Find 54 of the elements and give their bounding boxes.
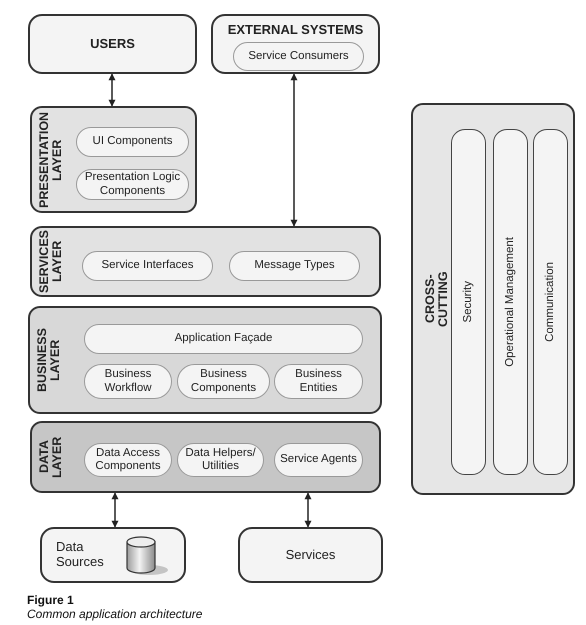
concern-column (493, 129, 528, 475)
component-pill (274, 364, 363, 399)
layer-panel (30, 421, 381, 493)
layer-title: BUSINESS LAYER (36, 327, 62, 394)
component-label: Service Agents (279, 453, 358, 467)
concern-column (451, 129, 486, 475)
box-label: Data Sources (56, 540, 104, 570)
layer-panel (30, 226, 381, 297)
component-label: Business Components (190, 368, 258, 395)
group-box (28, 14, 197, 74)
layer-title: PRESENTATION LAYER (38, 110, 64, 210)
component-label: Service Interfaces (100, 259, 195, 273)
external-box (238, 527, 383, 583)
concern-column (533, 129, 568, 475)
component-label: Business Entities (294, 368, 343, 395)
double-arrow (304, 492, 312, 528)
component-pill (76, 127, 189, 157)
figure-caption: Common application architecture (27, 607, 202, 621)
component-label: Service Consumers (247, 50, 350, 64)
component-label: Message Types (253, 259, 336, 273)
component-label: Data Access Components (94, 446, 162, 474)
double-arrow (112, 492, 118, 528)
component-pill (177, 364, 270, 399)
component-pill (177, 443, 264, 477)
layer-title: SERVICES LAYER (38, 229, 64, 295)
figure-number: Figure 1 (27, 593, 74, 607)
concern-label: Operational Management (502, 237, 517, 367)
box-heading: USERS (90, 36, 135, 52)
box-label: Services (286, 546, 336, 564)
layer-title: DATA LAYER (38, 435, 64, 480)
component-label: Presentation Logic Components (84, 171, 182, 198)
box-heading: EXTERNAL SYSTEMS (228, 22, 364, 38)
component-pill (76, 169, 189, 200)
component-pill (84, 443, 172, 477)
external-box (40, 527, 186, 583)
concern-label: Communication (542, 262, 557, 342)
layer-panel (28, 306, 382, 414)
component-pill (82, 251, 213, 281)
concern-label: Security (460, 281, 475, 323)
layer-panel (411, 103, 575, 495)
component-label: Data Helpers/ Utilities (184, 446, 257, 474)
component-pill (233, 42, 364, 71)
component-pill (84, 364, 172, 399)
component-label: Business Workflow (103, 368, 153, 395)
component-label: Application Façade (174, 332, 274, 346)
double-arrow (108, 73, 116, 107)
component-pill (229, 251, 360, 281)
layer-panel (30, 106, 197, 213)
group-box (211, 14, 380, 74)
component-label: UI Components (92, 135, 174, 149)
double-arrow (290, 73, 298, 227)
component-pill (84, 324, 363, 354)
layer-title: CROSS-CUTTING (424, 270, 450, 329)
component-pill (274, 443, 363, 477)
